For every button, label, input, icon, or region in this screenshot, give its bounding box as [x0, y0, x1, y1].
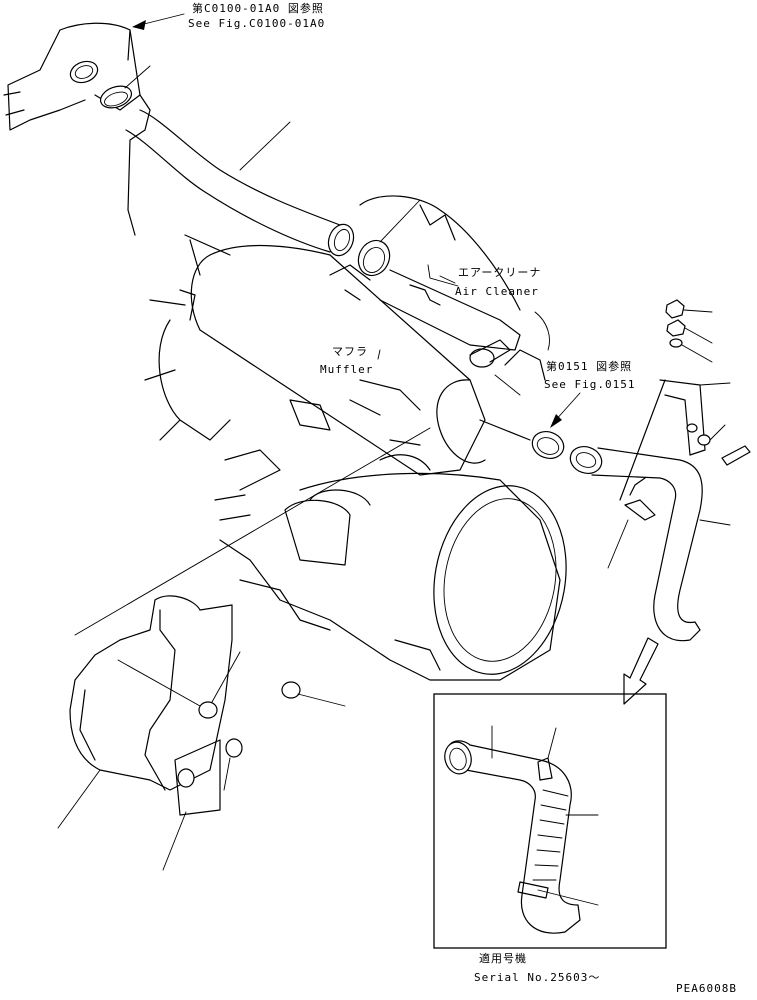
muffler-label-jp: マフラ: [332, 345, 368, 358]
air-cleaner-label-jp: エアークリーナ: [458, 266, 542, 279]
serial-label-jp: 適用号機: [479, 952, 527, 965]
callout-arrows: [132, 13, 581, 428]
top-ref-label-jp: 第C0100-01A0 図参照: [192, 2, 324, 15]
tail-pipe-clamp: [607, 477, 656, 569]
top-ref-label-en: See Fig.C0100-01A0: [188, 17, 326, 30]
air-cleaner: [359, 195, 521, 368]
fig0151-label-en: See Fig.0151: [544, 378, 636, 391]
fig0151-label-jp: 第0151 図参照: [546, 360, 633, 373]
engine-block: [214, 264, 567, 681]
top-clamp: [99, 65, 151, 109]
muffler-label-en: Muffler: [320, 363, 374, 376]
exhaust-clamp: [479, 419, 565, 459]
muffler: [144, 234, 486, 476]
cleaner-clamp: [357, 199, 421, 277]
intake-hose: [125, 109, 355, 257]
air-cleaner-label-en: Air Cleaner: [455, 285, 539, 298]
bracket-hardware: [619, 299, 751, 501]
inset-box: [433, 693, 667, 949]
serial-label-en: Serial No.25603～: [474, 971, 601, 984]
intake-duct: [3, 22, 151, 236]
heat-shield: [57, 595, 346, 871]
muffler-leader: [74, 427, 431, 636]
exhaust-pipe: [569, 446, 731, 642]
drawing-code: PEA6008B: [676, 982, 737, 995]
